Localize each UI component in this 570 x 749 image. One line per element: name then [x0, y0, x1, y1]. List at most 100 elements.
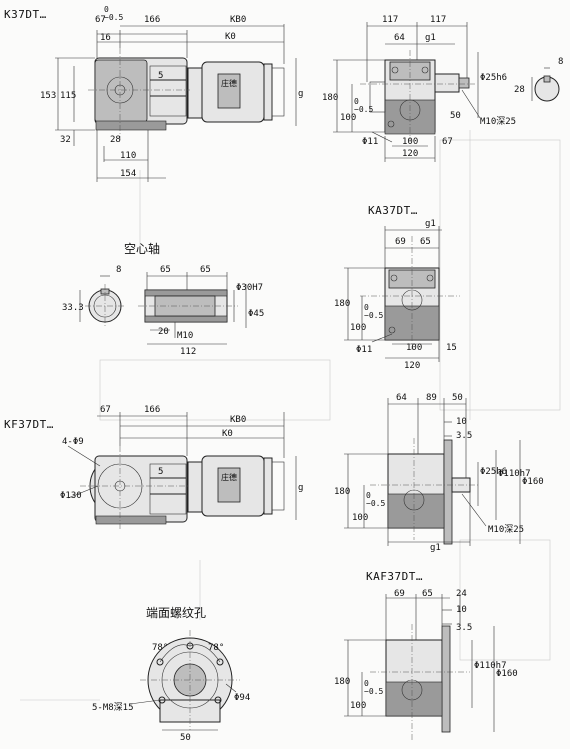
kf37dt-dim-g: g [298, 483, 303, 493]
k37dt-dim-67: 67 [95, 15, 106, 25]
ka37dt-dim-100b: 100 [406, 343, 422, 353]
ka37dt-dim-180: 180 [334, 299, 350, 309]
k37dt-side-dim-phi25: Φ25h6 [480, 73, 507, 83]
k37dt-side-dim-117a: 117 [382, 15, 398, 25]
k37dt-dim-tol: 0−0.5 [104, 5, 123, 22]
kf37dt-dim-phi130: Φ130 [60, 491, 82, 501]
keyway-dim-28: 28 [514, 85, 525, 95]
k37dt-dim-16: 16 [100, 33, 111, 43]
ka37dt-dim-phi11: Φ11 [356, 345, 372, 355]
hollow-dim-phi45: Φ45 [248, 309, 264, 319]
hollow-dim-65a: 65 [160, 265, 171, 275]
k37dt-dim-110: 110 [120, 151, 136, 161]
kf37dt-side-dim-89: 89 [426, 393, 437, 403]
ka37dt-dim-100: 100 [350, 323, 366, 333]
kf37dt-side-dim-50: 50 [452, 393, 463, 403]
k37dt-title: K37DT… [4, 8, 47, 21]
kf37dt-side-dim-phi25: Φ25h6 [480, 467, 507, 477]
kaf37dt-dim-tol: 0−0.5 [364, 679, 383, 696]
hollow-dim-20: 20 [158, 327, 169, 337]
end-face-title: 端面螺纹孔 [146, 606, 206, 620]
ka37dt-dim-69: 69 [395, 237, 406, 247]
kf37dt-dim-180: 180 [334, 487, 350, 497]
kf37dt-side-dim-10: 10 [456, 417, 467, 427]
kf37dt-dim-tol: 0−0.5 [366, 491, 385, 508]
k37dt-side-dim-180: 180 [322, 93, 338, 103]
end-face-dim-78b: 78° [208, 643, 224, 653]
keyway-section: 8 28 [514, 57, 563, 102]
kf37dt-dim-k0: K0 [222, 429, 233, 439]
ka37dt-side-view: KA37DT… g1 69 65 180 100 0−0.5 Φ11 100 1… [334, 204, 460, 371]
hollow-dim-8: 8 [116, 265, 121, 275]
kaf37dt-dim-65: 65 [422, 589, 433, 599]
kf37dt-side-dim-m10: M10深25 [488, 524, 524, 535]
kf37dt-title: KF37DT… [4, 418, 54, 431]
kaf37dt-dim-phi160: Φ160 [496, 669, 518, 679]
k37dt-side-dim-117b: 117 [430, 15, 446, 25]
kf37dt-dim-5: 5 [158, 467, 163, 477]
hollow-dim-m10: M10 [177, 331, 193, 341]
k37dt-side-dim-100b: 100 [402, 137, 418, 147]
k37dt-side-dim-g1: g1 [425, 33, 436, 43]
ka37dt-dim-65: 65 [420, 237, 431, 247]
hollow-dim-65b: 65 [200, 265, 211, 275]
k37dt-dim-5: 5 [158, 71, 163, 81]
ka37dt-title: KA37DT… [368, 204, 418, 217]
end-face-dim-78a: 78° [152, 643, 168, 653]
kf37dt-side-dim-phi110: Φ110h7 [498, 469, 531, 479]
end-face-detail: 端面螺纹孔 78° 78° Φ94 5-M8深15 50 [92, 606, 250, 743]
kaf37dt-dim-10: 10 [456, 605, 467, 615]
kaf37dt-dim-phi110: Φ110h7 [474, 661, 507, 671]
k37dt-side-dim-50: 50 [450, 111, 461, 121]
k37dt-side-view: 117 117 64 g1 180 100 0−0.5 Φ25h6 M10深25… [322, 15, 516, 162]
end-face-dim-phi94: Φ94 [234, 693, 250, 703]
ka37dt-dim-15: 15 [446, 343, 457, 353]
k37dt-dim-166: 166 [144, 15, 160, 25]
kf37dt-dim-100: 100 [352, 513, 368, 523]
kaf37dt-side-view: KAF37DT… 69 65 24 10 3.5 Φ110h7 Φ160 180… [334, 570, 518, 740]
ka37dt-dim-g1: g1 [425, 219, 436, 229]
k37dt-side-dim-64: 64 [394, 33, 405, 43]
kaf37dt-dim-69: 69 [394, 589, 405, 599]
k37dt-dim-115: 115 [60, 91, 76, 101]
kaf37dt-dim-3-5: 3.5 [456, 623, 472, 633]
kaf37dt-dim-100: 100 [350, 701, 366, 711]
kf37dt-dim-67: 67 [100, 405, 111, 415]
kaf37dt-dim-180: 180 [334, 677, 350, 687]
kaf37dt-title: KAF37DT… [366, 570, 423, 583]
k37dt-dim-154: 154 [120, 169, 136, 179]
kf37dt-dim-kb0: KB0 [230, 415, 246, 425]
end-face-dim-5m8: 5-M8深15 [92, 702, 134, 713]
background-ghost-lines [20, 130, 561, 701]
k37dt-front-view: K37DT… 庄德 67 0−0.5 166 KB0 16 K0 5 [4, 5, 303, 182]
k37dt-dim-28: 28 [110, 135, 121, 145]
hollow-dim-phi30: Φ30H7 [236, 283, 263, 293]
kf37dt-front-view: KF37DT… 庄德 67 166 KB0 K0 4-Φ9 Φ130 5 g [4, 405, 303, 530]
kaf37dt-dim-24: 24 [456, 589, 467, 599]
hollow-shaft-title: 空心轴 [124, 241, 160, 256]
k37dt-dim-k0: K0 [225, 32, 236, 42]
hollow-dim-33-3: 33.3 [62, 303, 84, 313]
k37dt-side-dim-67: 67 [442, 137, 453, 147]
k37dt-dim-kb0: KB0 [230, 15, 246, 25]
ka37dt-dim-120: 120 [404, 361, 420, 371]
ka37dt-dim-tol: 0−0.5 [364, 303, 383, 320]
k37dt-side-dim-m10: M10深25 [480, 116, 516, 127]
keyway-dim-8: 8 [558, 57, 563, 67]
kf37dt-side-dim-64: 64 [396, 393, 407, 403]
kf37dt-dim-166: 166 [144, 405, 160, 415]
k37dt-side-dim-100: 100 [340, 113, 356, 123]
kf37dt-side-dim-3-5: 3.5 [456, 431, 472, 441]
kf37dt-dim-4phi9: 4-Φ9 [62, 437, 84, 447]
k37dt-side-dim-120: 120 [402, 149, 418, 159]
k37dt-dim-153: 153 [40, 91, 56, 101]
kf37dt-motor-logo: 庄德 [221, 472, 237, 482]
end-face-dim-50: 50 [180, 733, 191, 743]
hollow-shaft-detail: 空心轴 8 33.3 65 65 Φ30H7 Φ45 M10 20 112 [62, 241, 264, 357]
k37dt-dim-g: g [298, 89, 303, 99]
hollow-dim-112: 112 [180, 347, 196, 357]
k37dt-motor-logo: 庄德 [221, 78, 237, 88]
k37dt-dim-32: 32 [60, 135, 71, 145]
